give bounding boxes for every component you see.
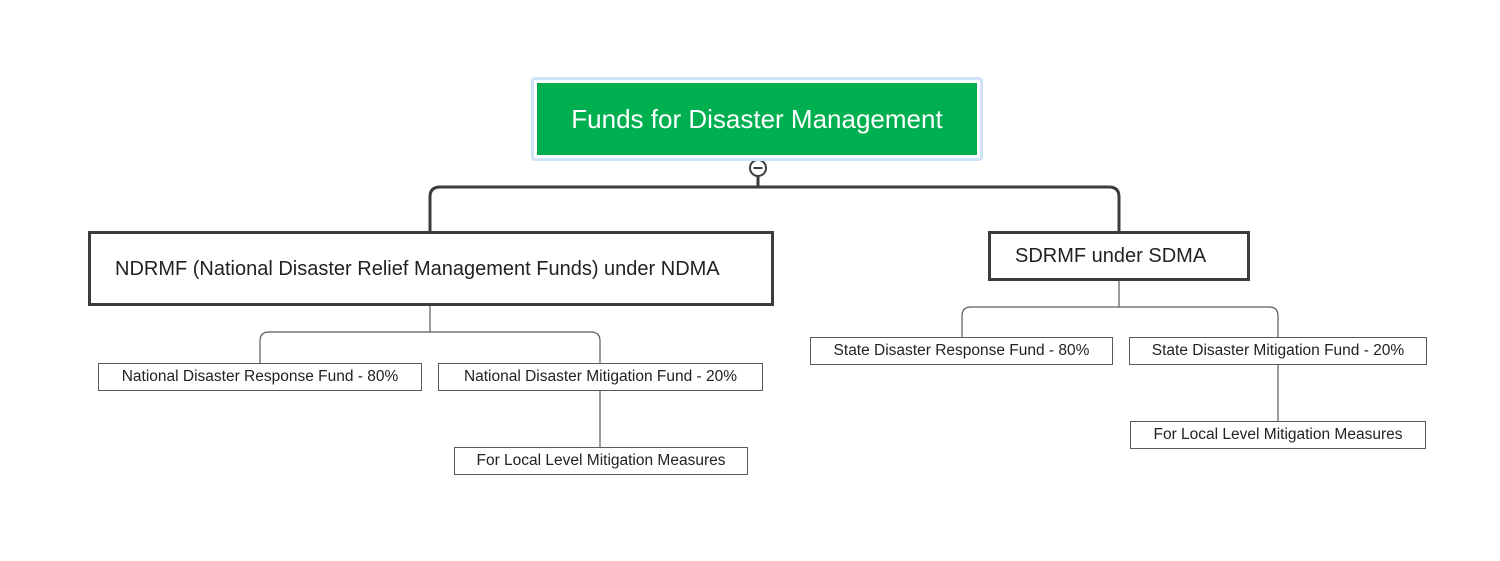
national-response-fund-node[interactable]: National Disaster Response Fund - 80%	[98, 363, 422, 391]
state-local-mitigation-node[interactable]: For Local Level Mitigation Measures	[1130, 421, 1426, 449]
national-local-mitigation-node[interactable]: For Local Level Mitigation Measures	[454, 447, 748, 475]
state-mitigation-fund-node[interactable]: State Disaster Mitigation Fund - 20%	[1129, 337, 1427, 365]
state-response-fund-node[interactable]: State Disaster Response Fund - 80%	[810, 337, 1113, 365]
ndrmf-node[interactable]: NDRMF (National Disaster Relief Manageme…	[88, 231, 774, 306]
national-mitigation-fund-node[interactable]: National Disaster Mitigation Fund - 20%	[438, 363, 763, 391]
state-local-mitigation-label: For Local Level Mitigation Measures	[1153, 426, 1403, 443]
national-response-fund-label: National Disaster Response Fund - 80%	[121, 368, 399, 385]
connector-root-branches	[428, 185, 1121, 231]
root-node-label: Funds for Disaster Management	[537, 83, 977, 155]
root-node[interactable]: Funds for Disaster Management	[531, 77, 983, 161]
sdrmf-node[interactable]: SDRMF under SDMA	[988, 231, 1250, 281]
state-mitigation-fund-label: State Disaster Mitigation Fund - 20%	[1151, 342, 1405, 359]
national-mitigation-fund-label: National Disaster Mitigation Fund - 20%	[463, 368, 738, 385]
sdrmf-node-label: SDRMF under SDMA	[1015, 245, 1207, 267]
state-response-fund-label: State Disaster Response Fund - 80%	[833, 342, 1090, 359]
minus-circle-icon[interactable]	[749, 159, 767, 177]
ndrmf-node-label: NDRMF (National Disaster Relief Manageme…	[115, 257, 720, 280]
connector-ndrmf-children	[259, 331, 601, 363]
national-local-mitigation-label: For Local Level Mitigation Measures	[476, 452, 726, 469]
connector-sdrmf-children	[961, 306, 1279, 337]
